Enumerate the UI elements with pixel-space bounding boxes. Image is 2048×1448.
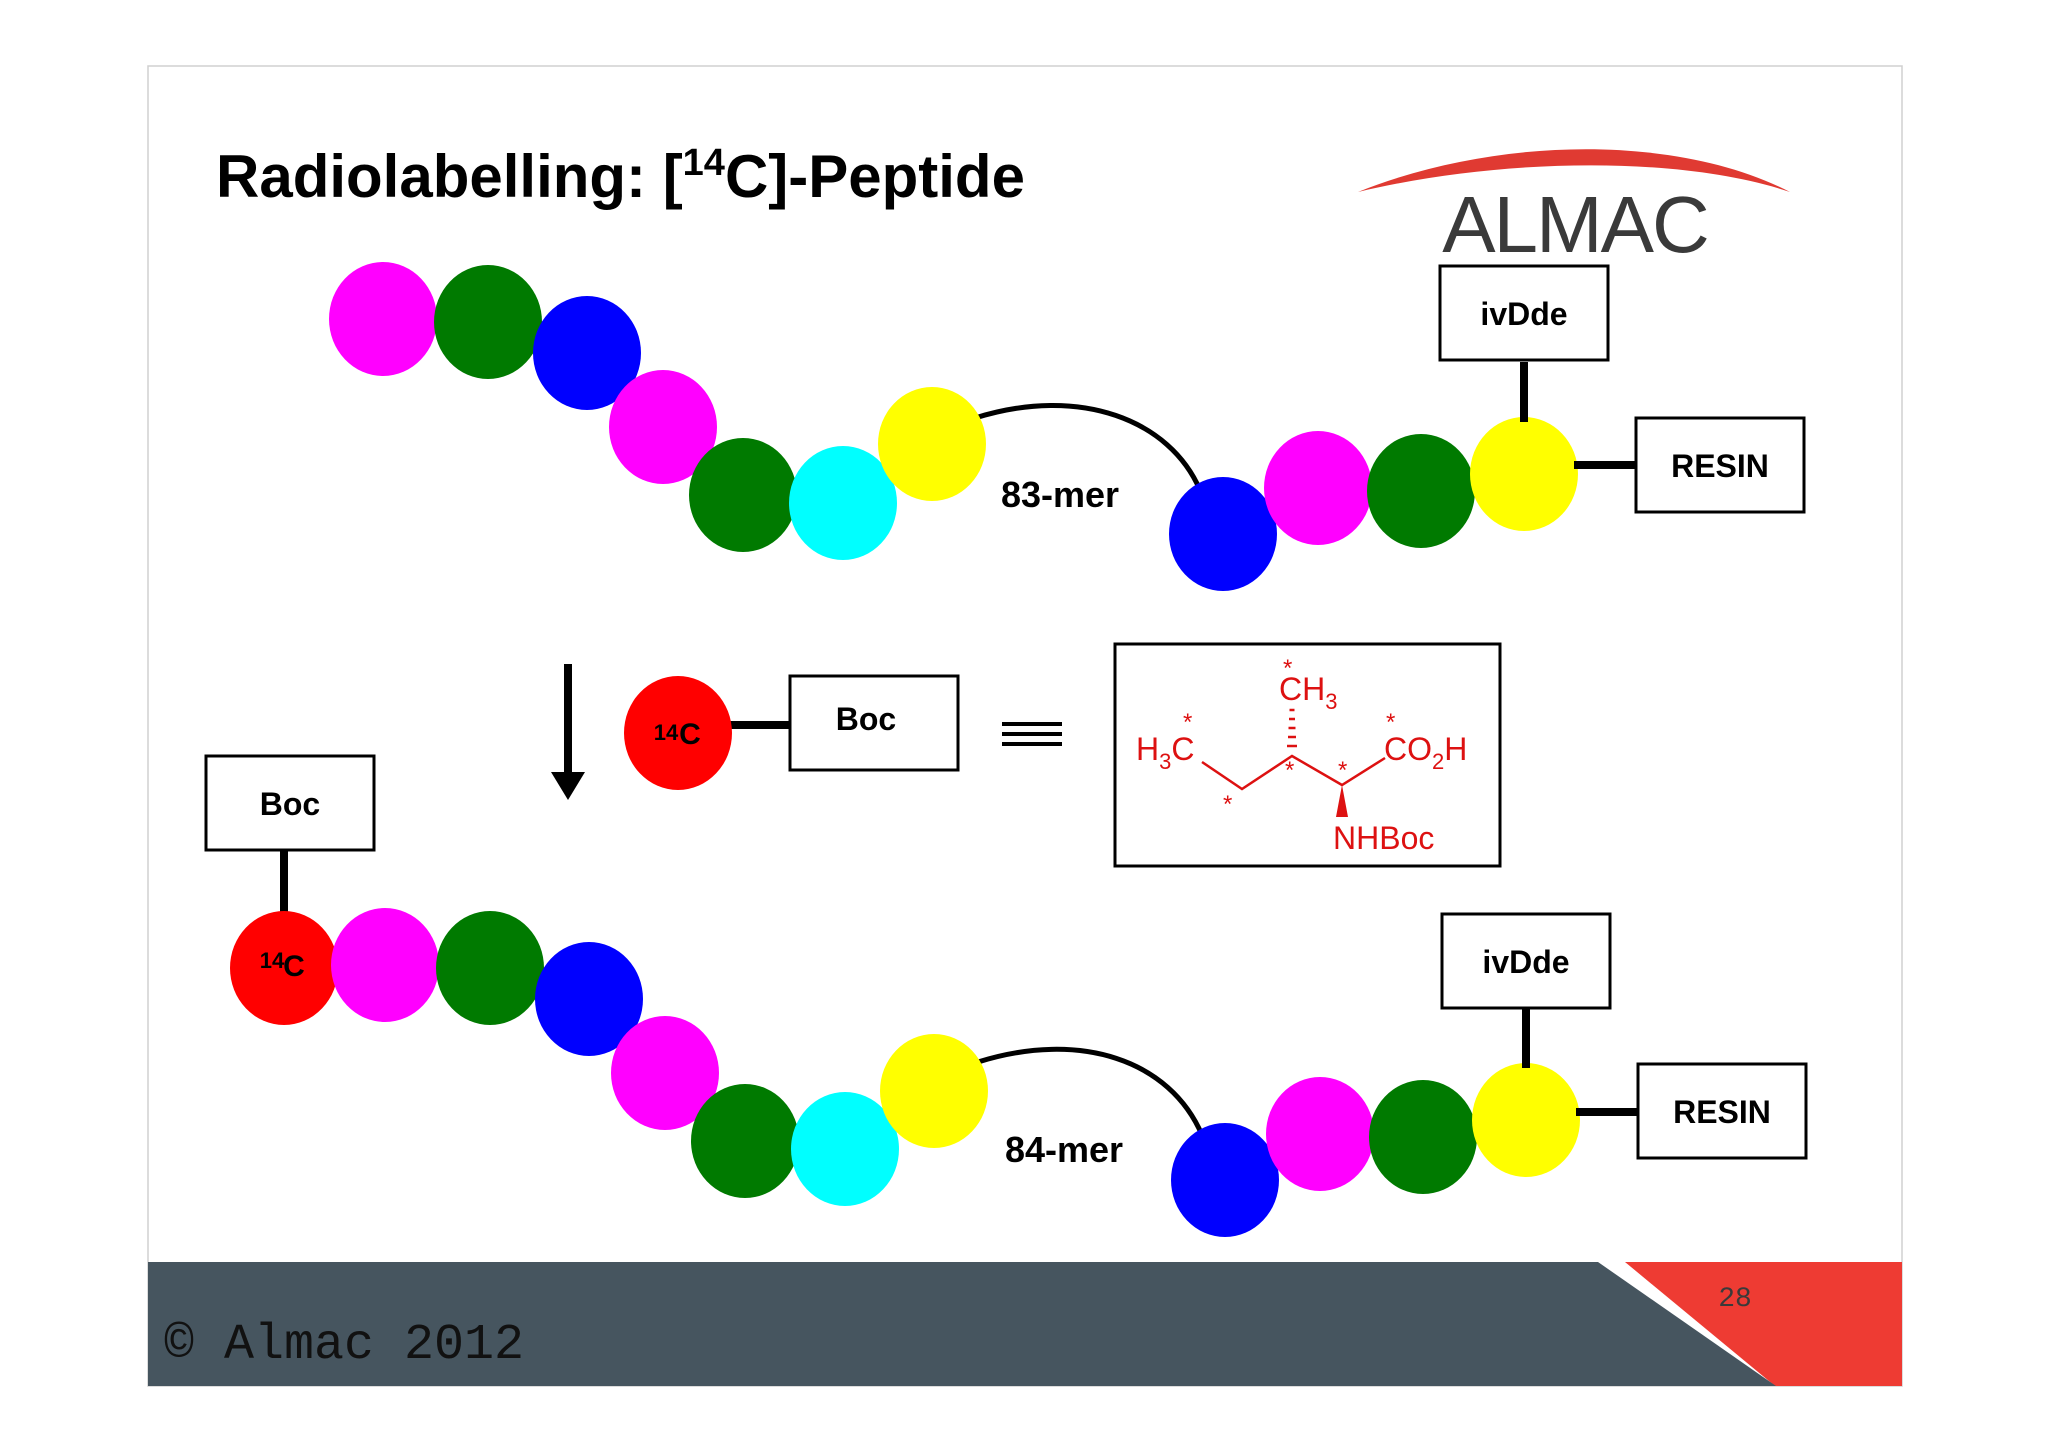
bottom-bead-11 (1472, 1063, 1580, 1177)
structure-star-ch: * (1285, 757, 1294, 784)
bottom-bead-5 (691, 1084, 799, 1198)
bottom-bead-10 (1369, 1080, 1477, 1194)
bottom-boc-box (204, 754, 376, 852)
top-bead-4 (609, 370, 717, 484)
page-number: 28 (1718, 1284, 1752, 1315)
structure-backbone (1201, 754, 1386, 791)
bottom-resin-label: RESIN (1673, 1094, 1771, 1130)
bottom-chain: Boc 14 C 84-mer ivDde RESIN (204, 754, 1808, 1237)
reaction-arrow-head (551, 772, 585, 800)
top-resin-label: RESIN (1671, 448, 1769, 484)
bottom-bead-group (331, 908, 1580, 1237)
structure-box (1113, 642, 1502, 868)
top-bead-1 (329, 262, 437, 376)
top-bead-9 (1264, 431, 1372, 545)
top-ivdde-box (1438, 264, 1610, 362)
logo-arc (1358, 149, 1790, 192)
structure-star-ch3: * (1283, 655, 1292, 682)
top-bead-8 (1169, 477, 1277, 591)
top-bead-group (329, 262, 1578, 591)
bottom-mer-label: 84-mer (1005, 1129, 1123, 1170)
bottom-bead-9 (1266, 1077, 1374, 1191)
bottom-bead-2 (436, 911, 544, 1025)
bottom-linker-arc (977, 1046, 1205, 1136)
footer-red-wedge (1625, 1262, 1902, 1386)
top-bead-3 (533, 296, 641, 410)
bottom-bead-6 (791, 1092, 899, 1206)
reaction-row: 14 C Boc CH3 H3C (551, 642, 1502, 868)
almac-logo: ALMAC (1358, 149, 1790, 269)
bottom-bead-1 (331, 908, 439, 1022)
top-mer-label: 83-mer (1001, 474, 1119, 515)
bottom-bead-8 (1171, 1123, 1279, 1237)
reagent-boc-label: Boc (836, 701, 896, 737)
isoleucine-structure: CH3 H3C CO2H NHBoc * * * * * * (1136, 655, 1467, 856)
top-chain: 83-mer ivDde RESIN (329, 262, 1806, 591)
top-bead-5 (689, 438, 797, 552)
structure-star-ch2: * (1223, 791, 1232, 818)
top-resin-box (1634, 416, 1806, 514)
bottom-bead-4 (611, 1016, 719, 1130)
structure-hashed-bond (1287, 708, 1297, 748)
bottom-ivdde-box (1440, 912, 1612, 1010)
top-bead-7 (878, 387, 986, 501)
top-bead-11 (1470, 417, 1578, 531)
bottom-14c-main: C (283, 950, 305, 983)
footer-slate-band (148, 1262, 1776, 1386)
bottom-boc-label: Boc (260, 786, 320, 822)
bottom-bead-7 (880, 1034, 988, 1148)
footer-copyright: © Almac 2012 (164, 1317, 524, 1374)
bottom-ivdde-label: ivDde (1482, 944, 1569, 980)
bottom-14c-sup: 14 (260, 948, 285, 973)
reagent-boc-box (788, 674, 960, 772)
top-bead-2 (434, 265, 542, 379)
structure-h3c: H3C (1136, 731, 1194, 774)
top-bead-10 (1367, 434, 1475, 548)
reagent-14c-bead (624, 676, 732, 790)
structure-star-alpha: * (1338, 757, 1347, 784)
top-bead-6 (789, 446, 897, 560)
structure-star-h3c: * (1183, 709, 1192, 736)
top-ivdde-label: ivDde (1480, 296, 1567, 332)
slide-title-prefix: Radiolabelling: [ (216, 143, 683, 210)
slide-title-sup: 14 (683, 142, 725, 184)
reagent-14c-sup: 14 (654, 720, 679, 745)
slide-title-suffix: C]-Peptide (725, 143, 1025, 210)
structure-nhboc: NHBoc (1333, 820, 1434, 856)
structure-star-co2h: * (1386, 709, 1395, 736)
structure-ch3-top: CH3 (1279, 671, 1337, 714)
top-linker-arc (974, 403, 1203, 491)
slide-title: Radiolabelling: [14C]-Peptide (216, 142, 1025, 210)
structure-wedge-bond (1336, 785, 1348, 817)
bottom-resin-box (1636, 1062, 1808, 1160)
bottom-bead-3 (535, 942, 643, 1056)
structure-co2h: CO2H (1384, 731, 1467, 774)
reagent-14c-main: C (679, 718, 701, 751)
footer: 28 © Almac 2012 (148, 1262, 1902, 1386)
logo-text: ALMAC (1442, 180, 1708, 269)
equivalence-symbol (1002, 722, 1062, 746)
bottom-14c-bead (230, 911, 338, 1025)
